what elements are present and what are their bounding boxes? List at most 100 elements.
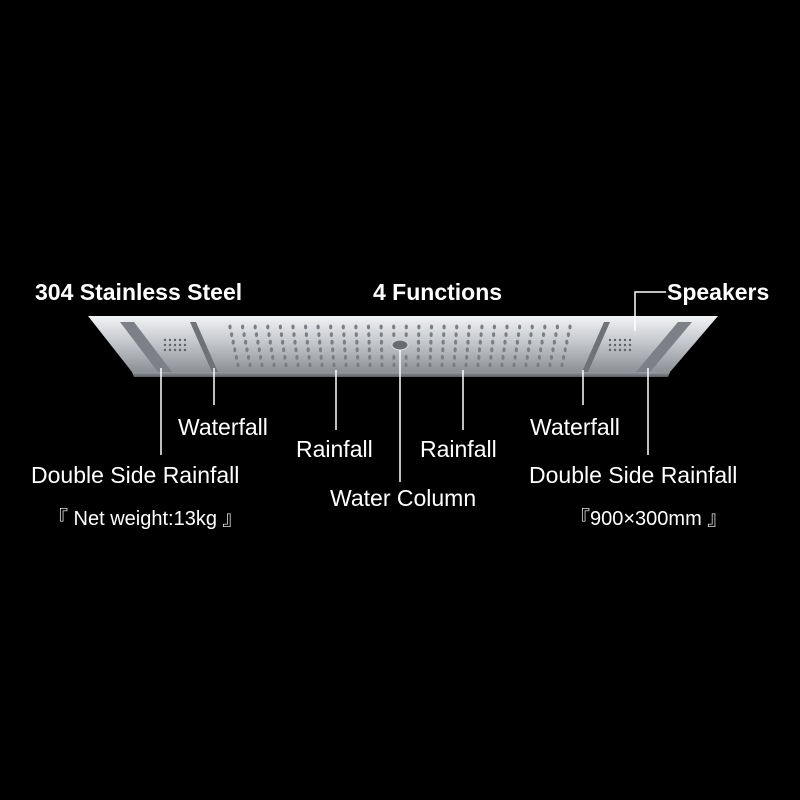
rainfall-nozzle [551, 347, 555, 353]
rainfall-nozzle [367, 347, 371, 353]
rainfall-nozzle [548, 362, 552, 368]
speaker-hole [173, 348, 177, 352]
rainfall-nozzle [318, 347, 323, 353]
rainfall-nozzle [480, 324, 484, 330]
rainfall-nozzle [245, 347, 249, 353]
rainfall-nozzle [308, 362, 312, 368]
left-double-side-strip [120, 322, 172, 372]
rainfall-nozzle [341, 324, 345, 330]
rainfall-nozzle [284, 362, 288, 368]
rainfall-nozzle [296, 362, 300, 368]
speaker-hole [183, 343, 187, 347]
speaker-hole [178, 348, 182, 352]
rainfall-nozzle [566, 332, 571, 337]
rainfall-nozzle [356, 355, 360, 360]
waterfall-right-label: Waterfall [530, 414, 620, 440]
rainfall-nozzle [244, 339, 248, 345]
rainfall-nozzle [304, 332, 308, 337]
speaker-hole [618, 348, 622, 352]
rainfall-nozzle [379, 324, 383, 330]
rainfall-nozzle [525, 355, 529, 360]
rainfall-nozzle [272, 362, 276, 368]
waterfall-left-label: Waterfall [178, 414, 268, 440]
rainfall-nozzle [440, 355, 444, 360]
rainfall-nozzle [536, 362, 540, 368]
rainfall-nozzle [342, 332, 346, 337]
rainfall-nozzle [555, 324, 560, 330]
rainfall-nozzle [560, 362, 564, 368]
rainfall-nozzle [295, 355, 299, 360]
rainfall-nozzle [233, 347, 237, 353]
rainfall-left-label: Rainfall [296, 436, 373, 462]
rainfall-nozzle [417, 332, 421, 337]
rainfall-nozzle [416, 355, 420, 360]
rainfall-nozzle [332, 362, 336, 368]
rainfall-nozzle [404, 362, 408, 368]
rainfall-nozzle [454, 332, 458, 337]
rainfall-nozzle [331, 355, 335, 360]
rainfall-nozzle [380, 362, 384, 368]
rainfall-nozzle [291, 324, 295, 330]
rainfall-nozzle [489, 355, 493, 360]
rainfall-nozzle [380, 355, 384, 360]
rainfall-nozzle [504, 332, 508, 337]
speaker-hole [163, 338, 167, 342]
rainfall-nozzle [492, 332, 496, 337]
rainfall-nozzle [465, 347, 469, 353]
rainfall-nozzle [267, 332, 271, 337]
rainfall-nozzle [442, 332, 446, 337]
rainfall-nozzle [490, 347, 494, 353]
speaker-holes [163, 338, 632, 352]
rainfall-nozzle [467, 332, 471, 337]
rainfall-nozzle [392, 332, 396, 337]
speaker-hole [163, 348, 167, 352]
water-column-label: Water Column [330, 485, 477, 511]
rainfall-nozzle [543, 324, 547, 330]
rainfall-nozzle [478, 339, 482, 345]
rainfall-right-label: Rainfall [420, 436, 497, 462]
rainfall-nozzle [541, 332, 546, 337]
rainfall-nozzle [441, 339, 445, 345]
rainfall-nozzle [248, 362, 252, 368]
rainfall-nozzle [329, 324, 333, 330]
rainfall-nozzle [329, 332, 333, 337]
rainfall-nozzle [416, 347, 420, 353]
rainfall-nozzle [466, 339, 470, 345]
rainfall-nozzle [379, 332, 383, 337]
rainfall-nozzle [416, 362, 420, 368]
rainfall-nozzle [367, 332, 371, 337]
rainfall-nozzle [404, 355, 408, 360]
speaker-hole [628, 338, 632, 342]
rainfall-nozzle [344, 362, 348, 368]
speaker-hole [178, 338, 182, 342]
rainfall-nozzle [278, 324, 282, 330]
rainfall-nozzle [554, 332, 558, 337]
rainfall-nozzle [477, 355, 481, 360]
speaker-hole [608, 338, 612, 342]
rainfall-nozzle [565, 339, 569, 345]
rainfall-nozzle [464, 362, 468, 368]
rainfall-nozzle [526, 347, 531, 353]
rainfall-nozzle [331, 347, 335, 353]
rainfall-nozzles [228, 324, 572, 368]
speaker-hole [173, 338, 177, 342]
rainfall-nozzle [392, 362, 396, 368]
rainfall-nozzle [279, 332, 284, 337]
rainfall-nozzle [319, 355, 323, 360]
speaker-hole [628, 348, 632, 352]
speaker-hole [613, 343, 617, 347]
speaker-hole [613, 348, 617, 352]
speaker-hole [613, 338, 617, 342]
speaker-hole [183, 348, 187, 352]
rainfall-nozzle [342, 339, 346, 345]
speaker-hole [608, 343, 612, 347]
rainfall-nozzle [268, 339, 272, 345]
rainfall-nozzle [453, 347, 457, 353]
rainfall-nozzle [259, 355, 263, 360]
rainfall-nozzle [271, 355, 275, 360]
speaker-hole [178, 343, 182, 347]
rainfall-nozzle [316, 324, 320, 330]
rainfall-nozzle [343, 355, 348, 360]
rainfall-nozzle [257, 347, 261, 353]
